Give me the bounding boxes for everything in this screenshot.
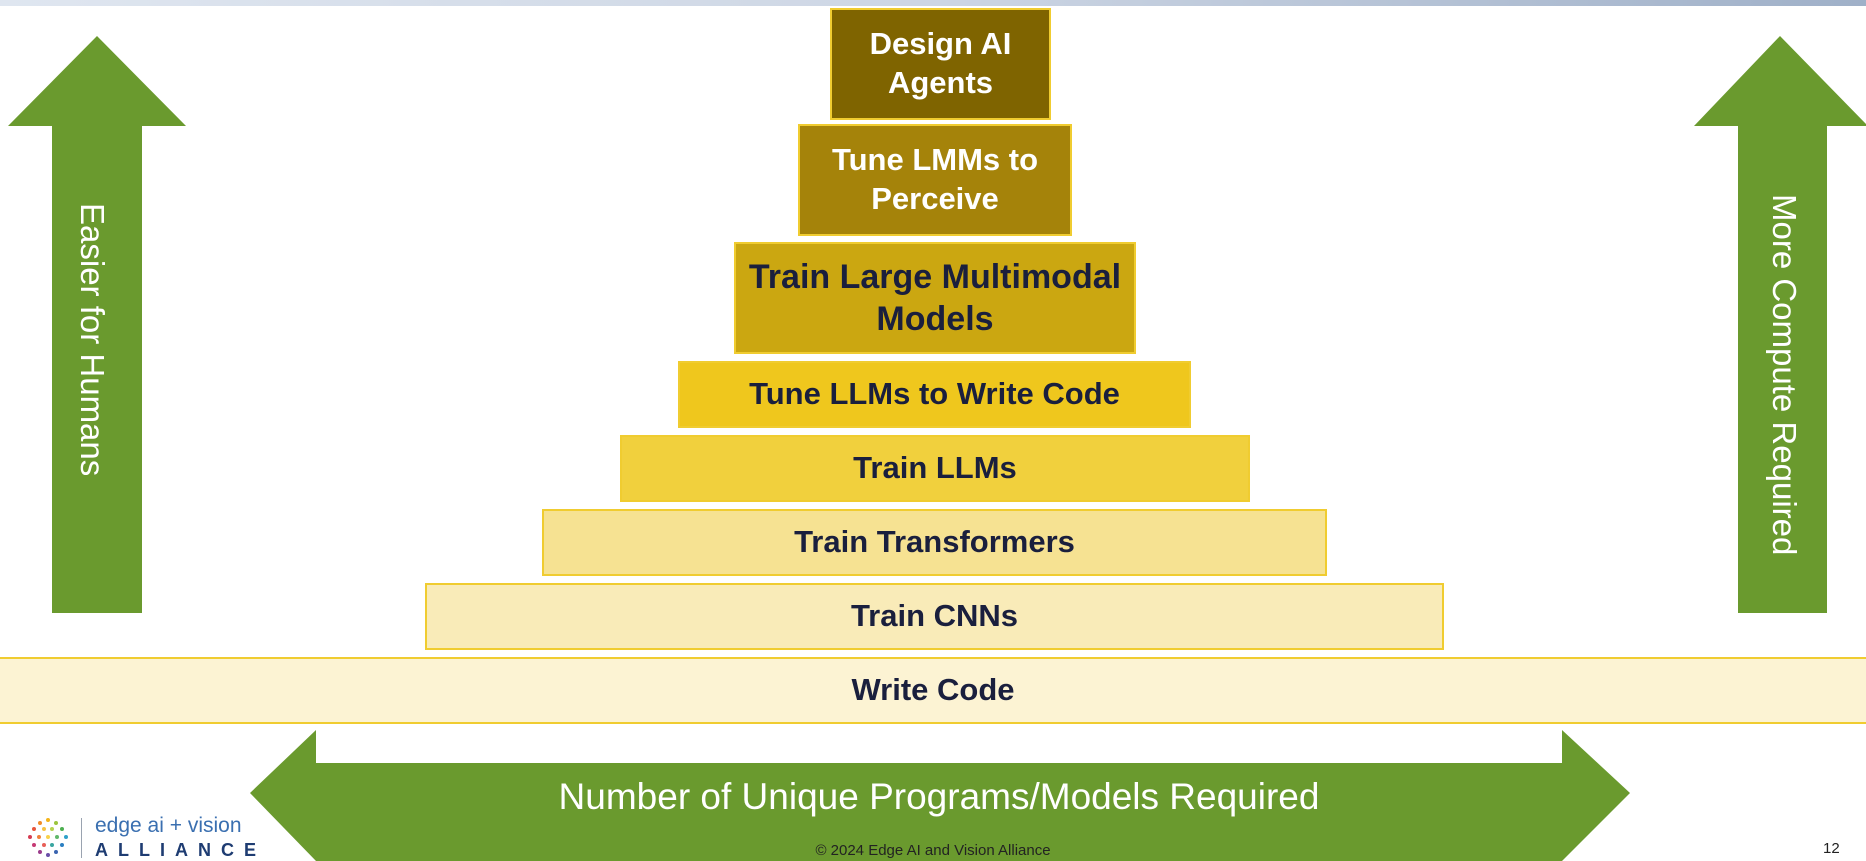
layer-text-line: Tune LMMs to bbox=[831, 142, 1039, 178]
layer-text-line: Train Large Multimodal bbox=[748, 257, 1122, 296]
layer-text-line: Tune LLMs to Write Code bbox=[749, 376, 1120, 412]
layer-text-line: Design AI bbox=[869, 26, 1012, 62]
right-up-arrow bbox=[1694, 36, 1866, 613]
layer-train-transformers: Train Transformers bbox=[542, 509, 1327, 576]
logo-text: edge ai + vision bbox=[95, 814, 242, 837]
layer-text-line: Models bbox=[876, 300, 994, 338]
right-arrow-label: More Compute Required bbox=[1766, 194, 1803, 556]
logo-wordmark: ALLIANCE bbox=[95, 840, 266, 860]
horizontal-arrow-label: Number of Unique Programs/Models Require… bbox=[558, 776, 1320, 817]
page-number: 12 bbox=[1823, 840, 1840, 857]
layer-text-line: Agents bbox=[887, 65, 994, 100]
horizontal-double-arrow bbox=[250, 730, 1630, 861]
left-up-arrow bbox=[8, 36, 186, 613]
left-arrow-label: Easier for Humans bbox=[74, 203, 111, 477]
layer-text-line: Train Transformers bbox=[794, 524, 1075, 560]
alliance-logo-icon bbox=[28, 818, 68, 857]
layer-train-cnns: Train CNNs bbox=[425, 583, 1444, 650]
layer-tune-llms-write-code: Tune LLMs to Write Code bbox=[678, 361, 1191, 428]
layer-text-line: Train LLMs bbox=[853, 450, 1017, 486]
copyright-footer: © 2024 Edge AI and Vision Alliance bbox=[815, 842, 1051, 859]
layer-train-llms: Train LLMs bbox=[620, 435, 1250, 502]
layer-write-code: Write Code bbox=[0, 657, 1866, 724]
layer-text-line: Perceive bbox=[871, 181, 999, 216]
layer-text-line: Train CNNs bbox=[850, 598, 1019, 634]
logo-divider bbox=[81, 818, 82, 858]
layer-text-line: Write Code bbox=[851, 672, 1015, 708]
top-accent-bar bbox=[0, 0, 1866, 6]
